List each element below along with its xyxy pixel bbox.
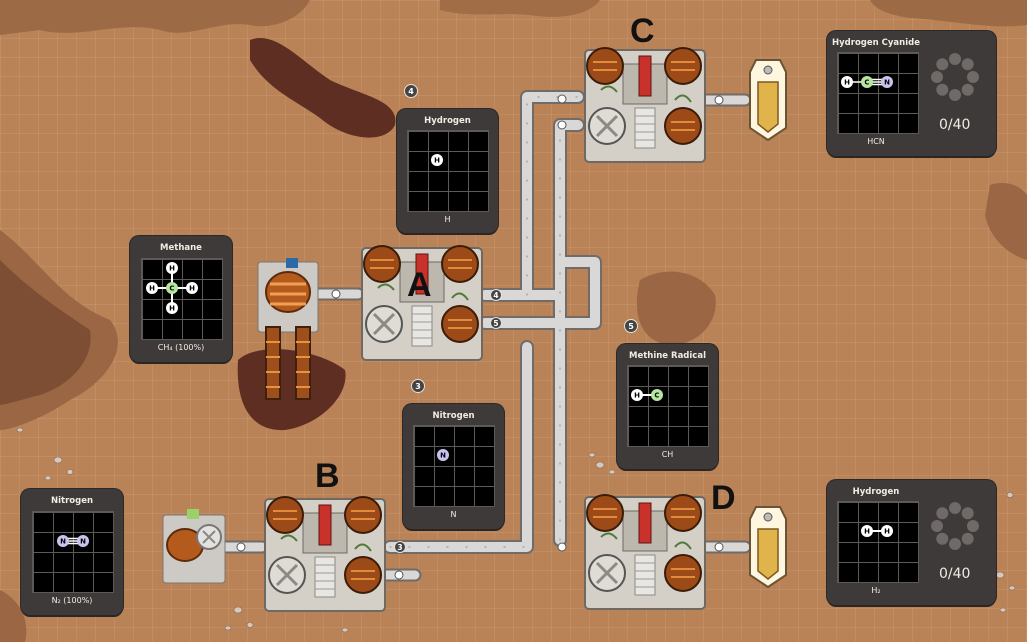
nitrogen-atom-molecule: N xyxy=(437,449,449,461)
svg-text:H: H xyxy=(149,285,155,293)
output-count: 0/40 xyxy=(939,117,971,133)
hcn-output-tank xyxy=(749,59,787,142)
atom-carbon-icon xyxy=(651,389,663,401)
pipe-badge-methine: 5 xyxy=(490,317,502,329)
methine-intermediate-panel: Methine Radical H C CH xyxy=(617,344,718,469)
panel-title: Hydrogen Cyanide xyxy=(832,38,920,48)
panel-badge-nitrogen: 3 xyxy=(411,379,425,393)
atom-hydrogen-icon xyxy=(166,302,178,314)
atom-carbon-icon xyxy=(861,76,873,88)
methine-molecule: H C xyxy=(631,389,663,401)
svg-text:H: H xyxy=(864,528,870,536)
panel-title: Methine Radical xyxy=(629,351,706,361)
svg-text:H: H xyxy=(169,265,175,273)
reactor-c-label: C xyxy=(630,12,655,50)
molecule-grid xyxy=(407,130,489,212)
svg-text:C: C xyxy=(654,392,659,400)
panel-title: Hydrogen xyxy=(424,116,471,126)
panel-formula: N₂ (100%) xyxy=(51,596,93,605)
panel-formula: CH xyxy=(661,450,674,459)
nitrogen-input-panel[interactable]: Nitrogen N N N₂ (100%) xyxy=(21,489,123,615)
nitrogen-molecule: N N xyxy=(57,535,89,547)
reactor-d-label: D xyxy=(711,479,736,517)
atom-hydrogen-icon xyxy=(166,262,178,274)
svg-text:N: N xyxy=(80,538,86,546)
nitrogen-pump xyxy=(162,509,226,584)
h2-output-tank xyxy=(749,506,787,589)
atom-carbon-icon xyxy=(166,282,178,294)
molecule-grid xyxy=(627,365,709,447)
methane-molecule: H H C H H xyxy=(146,262,198,314)
atom-hydrogen-icon xyxy=(881,525,893,537)
output-count: 0/40 xyxy=(939,566,971,582)
molecule-grid xyxy=(837,501,919,583)
svg-text:N: N xyxy=(884,79,890,87)
svg-text:H: H xyxy=(884,528,890,536)
panel-title: Nitrogen xyxy=(432,411,475,421)
methane-input-panel[interactable]: Methane H H C H H CH₄ (100%) xyxy=(130,236,232,362)
svg-text:H: H xyxy=(189,285,195,293)
pipe-badge-hydrogen: 4 xyxy=(490,289,502,301)
reactor-b-label: B xyxy=(315,457,340,495)
svg-text:H: H xyxy=(844,79,850,87)
atom-hydrogen-icon xyxy=(146,282,158,294)
svg-text:N: N xyxy=(440,452,446,460)
atom-nitrogen-icon xyxy=(77,535,89,547)
progress-loader-icon xyxy=(931,53,979,101)
h2-molecule: H H xyxy=(861,525,893,537)
reactor-c[interactable] xyxy=(583,41,707,165)
panel-title: Hydrogen xyxy=(852,487,900,497)
panel-badge-hydrogen: 4 xyxy=(404,84,418,98)
panel-formula: H xyxy=(444,215,451,224)
molecule-grid xyxy=(837,52,919,134)
hcn-molecule: H C N xyxy=(841,76,893,88)
svg-text:C: C xyxy=(169,285,174,293)
atom-nitrogen-icon xyxy=(57,535,69,547)
hcn-output-panel[interactable]: Hydrogen Cyanide H C N HCN 0/40 xyxy=(827,31,996,156)
molecule-grid xyxy=(413,425,495,507)
atom-hydrogen-icon xyxy=(431,154,443,166)
panel-badge-methine: 5 xyxy=(624,319,638,333)
panel-formula: CH₄ (100%) xyxy=(157,343,205,352)
atom-nitrogen-icon xyxy=(437,449,449,461)
h2-output-panel[interactable]: Hydrogen H H H₂ 0/40 xyxy=(827,480,996,605)
atom-hydrogen-icon xyxy=(841,76,853,88)
atom-hydrogen-icon xyxy=(631,389,643,401)
progress-loader-icon xyxy=(931,502,979,550)
reactor-d[interactable] xyxy=(583,488,707,612)
pipe-badge-nitrogen: 3 xyxy=(394,541,406,553)
methane-pump xyxy=(257,258,319,400)
panel-title: Nitrogen xyxy=(50,496,94,506)
svg-text:H: H xyxy=(169,305,175,313)
hydrogen-intermediate-panel: Hydrogen H H xyxy=(397,109,498,233)
atom-hydrogen-icon xyxy=(861,525,873,537)
atom-hydrogen-icon xyxy=(186,282,198,294)
nitrogen-intermediate-panel: Nitrogen N N xyxy=(403,404,504,529)
svg-text:H: H xyxy=(634,392,640,400)
molecule-grid xyxy=(141,258,223,340)
panel-formula: N xyxy=(450,510,457,519)
pipe-connector-icon xyxy=(236,94,724,580)
reactor-a-label: A xyxy=(407,266,432,304)
svg-text:H: H xyxy=(434,157,440,165)
panel-title: Methane xyxy=(160,243,202,253)
panel-formula: HCN xyxy=(867,137,885,146)
hydrogen-atom-molecule: H xyxy=(431,154,443,166)
atom-nitrogen-icon xyxy=(881,76,893,88)
svg-text:C: C xyxy=(864,79,869,87)
reactor-b[interactable] xyxy=(263,490,387,614)
molecule-grid xyxy=(32,511,114,593)
panel-formula: H₂ xyxy=(871,586,881,595)
svg-text:N: N xyxy=(60,538,66,546)
